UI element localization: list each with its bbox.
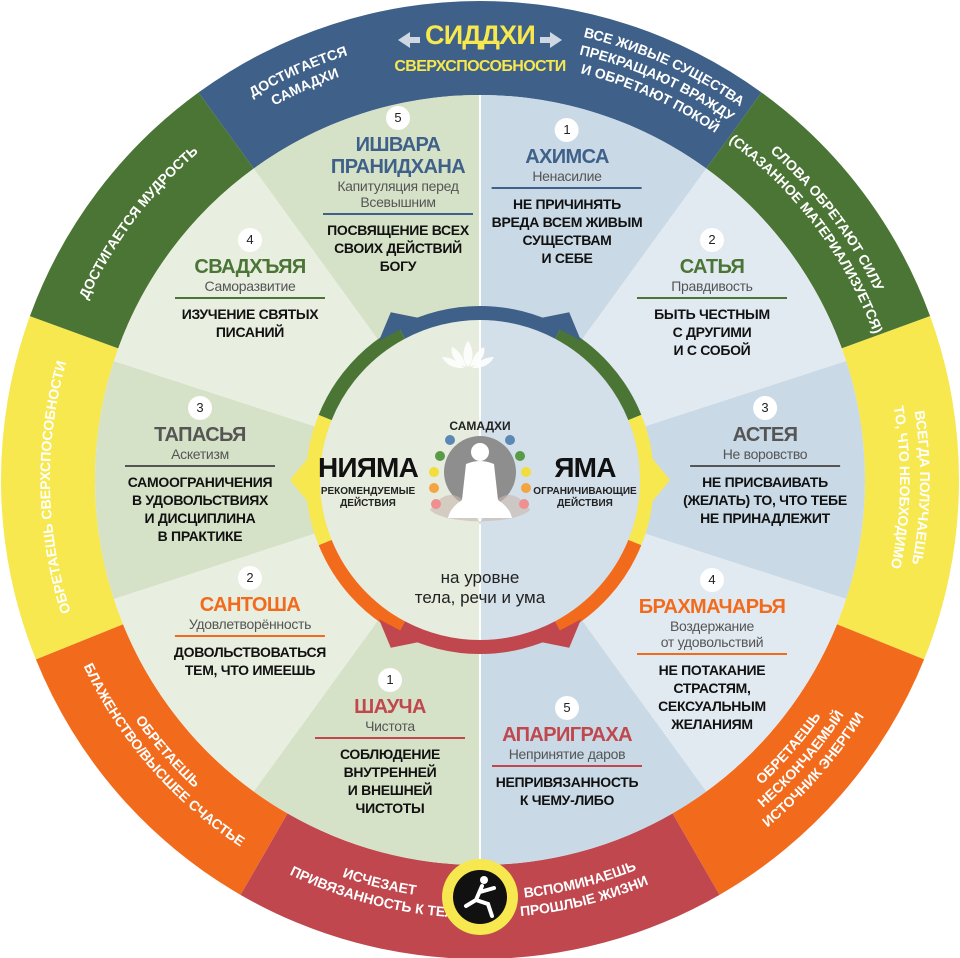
divider <box>175 297 325 299</box>
yama-heading: ЯМА <box>554 452 616 483</box>
niyama-item: 1 ШАУЧА Чистота СОБЛЮДЕНИЕ ВНУТРЕННЕЙ И … <box>315 668 465 817</box>
item-title: АСТЕЯ <box>732 424 798 446</box>
arrow-right-icon <box>540 32 562 48</box>
level-caption: на уровне тела, речи и ума <box>414 568 546 607</box>
item-subtitle: Правдивость <box>671 278 753 294</box>
item-number: 5 <box>386 106 410 130</box>
ring-segment-yellow <box>1 316 124 660</box>
divider <box>315 737 465 739</box>
item-description: ПОСВЯЩЕНИЕ ВСЕХ СВОИХ ДЕЙСТВИЙ БОГУ <box>327 222 469 274</box>
yama-item: 1 АХИМСА Ненасилие НЕ ПРИЧИНЯТЬ ВРЕДА ВС… <box>492 118 643 267</box>
ring-segment-green <box>706 92 931 349</box>
item-description: БЫТЬ ЧЕСТНЫМ С ДРУГИМИ И С СОБОЙ <box>654 306 770 358</box>
inner-ring-blue <box>398 306 562 339</box>
item-number: 5 <box>555 696 579 720</box>
item-title: ШАУЧА <box>354 696 426 718</box>
inner-ring-yellow <box>628 414 654 546</box>
item-subtitle: Аскетизм <box>171 446 229 462</box>
siddhi-subtitle: СВЕРХСПОСОБНОСТИ <box>394 58 566 75</box>
divider <box>637 653 787 655</box>
ring-segment-orange <box>672 624 925 895</box>
item-title: САТЬЯ <box>679 256 745 278</box>
wedge <box>480 361 865 599</box>
item-subtitle: Капитуляция перед Всевышним <box>337 178 459 210</box>
item-number: 2 <box>700 228 724 252</box>
inner-ring-green <box>555 326 642 421</box>
item-subtitle: Воздержание от удовольствий <box>660 618 764 650</box>
item-description: НЕ ПРИЧИНЯТЬ ВРЕДА ВСЕМ ЖИВЫМ СУЩЕСТВАМ … <box>491 196 643 266</box>
item-number: 1 <box>554 118 579 142</box>
ring-segment-green <box>29 92 254 349</box>
niyama-item: 5 ИШВАРА ПРАНИДХАНА Капитуляция перед Вс… <box>323 106 473 275</box>
item-title: ТАПАСЬЯ <box>154 424 246 446</box>
yama-item: 5 АПАРИГРАХА Непринятие даров НЕПРИВЯЗАН… <box>492 696 642 809</box>
niyama-item: 3 ТАПАСЬЯ Аскетизм САМООГРАНИЧЕНИЯ В УДО… <box>125 396 275 545</box>
niyama-item: 2 САНТОША Удовлетворённость ДОВОЛЬСТВОВА… <box>174 566 326 679</box>
samadhi-label: САМАДХИ <box>449 419 510 433</box>
item-subtitle: Удовлетворённость <box>188 616 312 632</box>
ring-arrow-icon <box>538 619 582 648</box>
item-title: АХИМСА <box>525 146 609 168</box>
niyama-item: 4 СВАДХЪЯЯ Саморазвитие ИЗУЧЕНИЕ СВЯТЫХ … <box>175 228 325 341</box>
divider <box>492 765 642 767</box>
yama-item: 2 САТЬЯ Правдивость БЫТЬ ЧЕСТНЫМ С ДРУГИ… <box>637 228 787 359</box>
ring-segment-yellow <box>836 316 959 660</box>
item-description: ИЗУЧЕНИЕ СВЯТЫХ ПИСАНИЙ <box>181 306 319 340</box>
meditation-figure-icon <box>430 436 530 525</box>
divider <box>323 213 473 215</box>
item-description: САМООГРАНИЧЕНИЯ В УДОВОЛЬСТВИЯХ И ДИСЦИП… <box>127 474 273 544</box>
item-title: ИШВАРА ПРАНИДХАНА <box>330 134 466 178</box>
inner-ring-yellow <box>306 414 332 546</box>
divider <box>690 465 840 467</box>
item-subtitle: Ненасилие <box>532 168 602 184</box>
item-subtitle: Не воровство <box>722 446 808 462</box>
ring-arrow-icon <box>378 619 422 648</box>
divider <box>491 187 642 189</box>
item-number: 3 <box>188 396 212 420</box>
item-description: НЕ ПРИСВАИВАТЬ (ЖЕЛАТЬ) ТО, ЧТО ТЕБЕ НЕ … <box>683 474 847 526</box>
ring-segment-blue <box>198 1 762 169</box>
inner-ring-red <box>398 621 562 654</box>
item-number: 1 <box>378 668 402 692</box>
item-description: НЕПРИВЯЗАННОСТЬ К ЧЕМУ-ЛИБО <box>495 774 639 808</box>
yama-subheading: ОГРАНИЧИВАЮЩИЕ ДЕЙСТВИЯ <box>533 486 637 509</box>
inner-ring-green <box>318 326 405 421</box>
lotus-icon <box>442 341 494 369</box>
item-title: САНТОША <box>199 594 301 616</box>
divider <box>637 297 787 299</box>
ring-segment-orange <box>35 624 288 895</box>
inner-ring-orange <box>555 539 642 634</box>
item-title: СВАДХЪЯЯ <box>194 256 306 278</box>
ring-arrow-icon <box>650 456 670 504</box>
ring-arrow-icon <box>538 312 582 341</box>
item-description: НЕ ПОТАКАНИЕ СТРАСТЯМ, СЕКСУАЛЬНЫМ ЖЕЛАН… <box>658 662 766 732</box>
item-subtitle: Саморазвитие <box>204 278 296 294</box>
divider <box>174 635 325 637</box>
item-number: 4 <box>238 228 262 252</box>
item-title: БРАХМАЧАРЬЯ <box>638 596 786 618</box>
yama-item: 3 АСТЕЯ Не воровство НЕ ПРИСВАИВАТЬ (ЖЕЛ… <box>683 396 847 527</box>
inner-ring-orange <box>318 539 405 634</box>
item-title: АПАРИГРАХА <box>502 724 632 746</box>
item-subtitle: Непринятие даров <box>508 746 626 762</box>
item-description: СОБЛЮДЕНИЕ ВНУТРЕННЕЙ И ВНЕШНЕЙ ЧИСТОТЫ <box>339 746 441 816</box>
ring-arrow-icon <box>290 456 310 504</box>
arrow-left-icon <box>398 32 420 48</box>
chakra-dots <box>429 435 531 509</box>
niyama-subheading: РЕКОМЕНДУЕМЫЕ ДЕЙСТВИЯ <box>320 486 416 509</box>
wedge <box>94 361 480 599</box>
item-number: 3 <box>753 396 777 420</box>
siddhi-title: СИДДХИ <box>425 20 536 50</box>
niyama-heading: НИЯМА <box>317 452 419 483</box>
item-number: 4 <box>700 568 724 592</box>
divider <box>125 465 275 467</box>
item-number: 2 <box>237 566 262 590</box>
ring-arrow-icon <box>378 312 422 341</box>
item-description: ДОВОЛЬСТВОВАТЬСЯ ТЕМ, ЧТО ИМЕЕШЬ <box>173 644 327 678</box>
emblem-icon <box>442 859 518 935</box>
yama-item: 4 БРАХМАЧАРЬЯ Воздержание от удовольстви… <box>637 568 787 733</box>
item-subtitle: Чистота <box>365 718 415 734</box>
